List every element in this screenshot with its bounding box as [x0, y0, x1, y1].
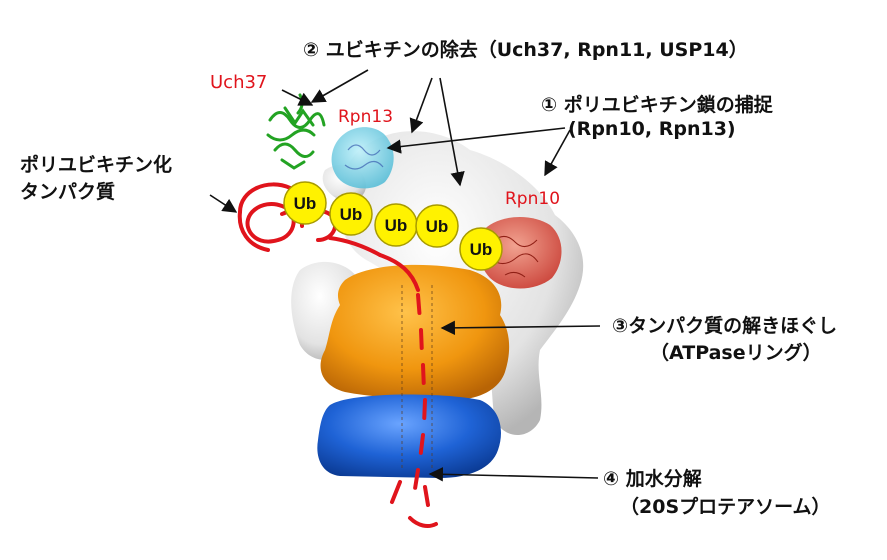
- step4-label-line2: （20Sプロテアソーム）: [620, 496, 831, 518]
- step3-label-line1: ③タンパク質の解きほぐし: [612, 315, 838, 337]
- 20s-core: [317, 394, 501, 478]
- arrow-step2-to-uch37: [310, 69, 369, 103]
- rpn13-label: Rpn13: [338, 107, 394, 127]
- arrow-step3: [440, 320, 601, 336]
- arrow-step2-to-ub: [439, 77, 465, 187]
- ubiquitin-label-3: Ub: [385, 216, 408, 235]
- ubiquitin-2: [329, 192, 373, 236]
- rpn10-subunit: [477, 216, 562, 289]
- arrow-uch37: [281, 89, 314, 106]
- ubiquitin-label-1: Ub: [294, 194, 317, 213]
- ubiquitin-label-5: Ub: [470, 240, 493, 259]
- arrow-step1-to-rpn10: [544, 129, 571, 177]
- atpase-ring: [320, 264, 510, 401]
- channel-guides: [401, 285, 433, 470]
- arrow-step2-to-rpn13: [409, 77, 433, 134]
- substrate-label-line2: タンパク質: [20, 181, 116, 203]
- arrow-step1-to-rpn13: [386, 127, 566, 154]
- uch37-label: Uch37: [210, 72, 268, 93]
- arrow-substrate: [209, 194, 238, 213]
- annotation-arrows: [209, 69, 601, 482]
- ubiquitin-5: [459, 227, 503, 271]
- ubiquitin-label-2: Ub: [340, 205, 363, 224]
- rpn13-structure: [344, 144, 384, 170]
- step4-label-line1: ④ 加水分解: [603, 468, 702, 490]
- ubiquitin-label-4: Ub: [426, 217, 449, 236]
- step1-label-line1: ① ポリユビキチン鎖の捕捉: [541, 94, 773, 116]
- step2-label: ② ユビキチンの除去（Uch37, Rpn11, USP14）: [303, 39, 748, 61]
- step1-label-line2: (Rpn10, Rpn13): [568, 118, 736, 140]
- substrate-label-line1: ポリユビキチン化: [20, 154, 173, 176]
- arrow-step4: [428, 467, 599, 482]
- rpn13-subunit: [331, 127, 394, 189]
- ubiquitin-4: [415, 204, 459, 248]
- ubiquitin-chain: Ub Ub Ub Ub Ub: [283, 181, 503, 271]
- uch37-structure: [266, 93, 326, 170]
- step3-label-line2: （ATPaseリング）: [650, 342, 822, 364]
- ubiquitin-1: [283, 181, 327, 225]
- rpn10-label: Rpn10: [505, 189, 561, 209]
